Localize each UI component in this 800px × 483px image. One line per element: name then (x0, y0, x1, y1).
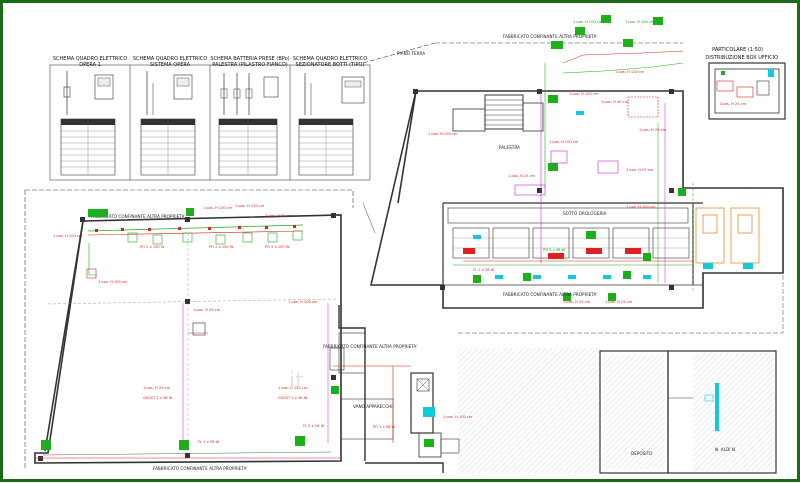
svg-text:1 pos. H 100 cm: 1 pos. H 100 cm (288, 300, 318, 304)
svg-text:PO 2 x 100 W: PO 2 x 100 W (265, 245, 290, 249)
svg-text:1 pos. H 120 cm: 1 pos. H 120 cm (235, 204, 265, 208)
svg-text:1 pos. H 100 cm: 1 pos. H 100 cm (428, 132, 458, 136)
svg-text:VANO APPARECCHI: VANO APPARECCHI (353, 404, 393, 409)
svg-text:1 pos. H 25 cm: 1 pos. H 25 cm (626, 168, 654, 172)
svg-text:DEPOSITO: DEPOSITO (631, 451, 653, 456)
svg-text:FL 2 x 58 W: FL 2 x 58 W (198, 440, 220, 444)
svg-text:PO 2 x 100 W: PO 2 x 100 W (209, 245, 234, 249)
scheme-4-subtitle: SEZIONATORE BOTTI (TIPO) (296, 62, 365, 68)
schemes-panel: SCHEMA QUADRO ELETTRICO OPERA 1 SCHEMA Q… (49, 56, 371, 181)
svg-text:PALESTRA: PALESTRA (499, 145, 520, 150)
svg-text:1 pos. H 150 cm: 1 pos. H 150 cm (278, 386, 308, 390)
svg-text:1 pos. H 25 cm: 1 pos. H 25 cm (605, 300, 633, 304)
center-bottom-rooms: VANO APPARECCHI PO 1 x 58 W 1 pos. H 100… (333, 305, 473, 473)
label-confinante-bottom-left: FABBRICATO CONFINANTE ALTRA PROPRIETA' (153, 466, 248, 471)
svg-text:1 pos. H 120 cm: 1 pos. H 120 cm (615, 70, 645, 74)
left-building: FABBRICATO CONFINANTE ALTRA PROPRIETA' F… (24, 189, 354, 471)
svg-text:1 pos. H 100 cm: 1 pos. H 100 cm (626, 205, 656, 209)
svg-text:1 pos. H 40 cm: 1 pos. H 40 cm (601, 100, 629, 104)
svg-text:1 pos. H 25 cm: 1 pos. H 25 cm (143, 386, 171, 390)
svg-text:1 pos. H 25 cm: 1 pos. H 25 cm (563, 300, 591, 304)
right-building: FABBRICATO CONFINANTE ALTRA PROPRIETA' P… (323, 15, 784, 349)
left-building-circuits: 1 pos. H 100 cm 1 pos. H 120 cm 2 pos. H… (41, 204, 345, 450)
label-confinante-bottom-mid: FABBRICATO CONFINANTE ALTRA PROPRIETA' (323, 344, 418, 349)
svg-text:GSUST 2 x 36 W: GSUST 2 x 36 W (278, 396, 308, 400)
label-piano-terra: PIANO TERRA (397, 51, 425, 56)
scheme-4-title: SCHEMA QUADRO ELETTRICO (293, 56, 367, 62)
svg-text:1 pos. H 25 cm: 1 pos. H 25 cm (193, 308, 221, 312)
svg-text:1 pos. H 100 cm: 1 pos. H 100 cm (549, 140, 579, 144)
bottom-right-buildings: DEPOSITO N. ALDI N. (458, 268, 784, 474)
svg-text:GSUST 2 x 36 W: GSUST 2 x 36 W (143, 396, 173, 400)
svg-text:SOTTO OROLOGERIA: SOTTO OROLOGERIA (563, 211, 607, 216)
watermark: it (289, 369, 304, 394)
svg-text:2 pos. H 80 cm: 2 pos. H 80 cm (265, 214, 293, 218)
svg-text:PO 2 x 100 W: PO 2 x 100 W (140, 245, 165, 249)
label-confinante-mid: FABBRICATO CONFINANTE ALTRA PROPRIETA' (503, 292, 598, 297)
scheme-3-subtitle: PALESTRA (PILASTRO FIANCO) (212, 62, 287, 68)
floor-plan: SCHEMA QUADRO ELETTRICO OPERA 1 SCHEMA Q… (24, 15, 786, 474)
detail-subtitle: DISTRIBUZIONE BOX UFFICIO (705, 55, 778, 61)
detail-box-ufficio: PARTICOLARE (1:50) DISTRIBUZIONE BOX UFF… (705, 47, 786, 120)
svg-text:1 pos. H 25 cm: 1 pos. H 25 cm (508, 174, 536, 178)
scheme-3-title: SCHEMA BATTERIA PRESE (BPo) (210, 56, 289, 62)
scheme-1-title: SCHEMA QUADRO ELETTRICO (53, 56, 127, 62)
label-confinante-left: FABBRICATO CONFINANTE ALTRA PROPRIETA' (91, 214, 186, 219)
svg-text:1 pos. H 25 cm: 1 pos. H 25 cm (719, 102, 747, 106)
svg-text:PO 2 x 36 W: PO 2 x 36 W (543, 248, 566, 252)
svg-text:1 pos. H 100 cm: 1 pos. H 100 cm (98, 280, 128, 284)
svg-text:1 pos. H 25 cm: 1 pos. H 25 cm (639, 128, 667, 132)
svg-text:1 pos. H 100 cm: 1 pos. H 100 cm (53, 234, 83, 238)
scheme-1-subtitle: OPERA 1 (79, 62, 101, 68)
label-confinante-top: FABBRICATO CONFINANTE ALTRA PROPRIETA' (503, 34, 598, 39)
svg-text:1 pos. H 100 cm: 1 pos. H 100 cm (443, 415, 473, 419)
svg-text:1 pos. H 100 cm: 1 pos. H 100 cm (573, 20, 603, 24)
svg-text:PO 1 x 58 W: PO 1 x 58 W (373, 425, 396, 429)
svg-text:FL 2 x 58 W: FL 2 x 58 W (473, 268, 495, 272)
svg-text:1 pos. H 100 cm: 1 pos. H 100 cm (625, 20, 655, 24)
svg-text:1 pos. H 100 cm: 1 pos. H 100 cm (569, 92, 599, 96)
svg-text:FL 2 x 58 W: FL 2 x 58 W (303, 424, 325, 428)
scheme-2-title: SCHEMA QUADRO ELETTRICO (133, 56, 207, 62)
detail-title: PARTICOLARE (1:50) (712, 47, 763, 53)
svg-text:1 pos. H 100 cm: 1 pos. H 100 cm (203, 206, 233, 210)
scheme-2-subtitle: SISTEMA OPERA (150, 62, 191, 68)
svg-text:N. ALDI N.: N. ALDI N. (715, 447, 736, 452)
